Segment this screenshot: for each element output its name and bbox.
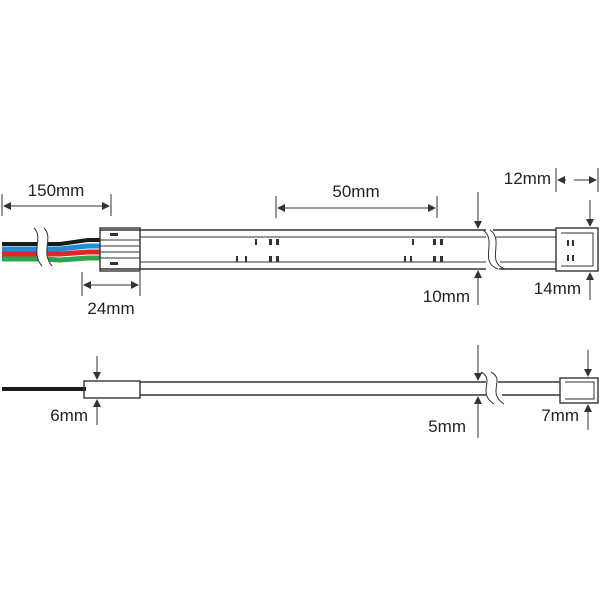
dimension-end-cap-height: 7mm — [541, 350, 592, 430]
wire-blue — [2, 243, 100, 252]
side-view: 6mm 5mm 7mm — [2, 345, 599, 438]
dimension-strip-width: 10mm — [423, 192, 482, 306]
side-strip-break — [480, 371, 495, 405]
end-cap-top — [555, 227, 599, 272]
label-7mm: 7mm — [541, 406, 579, 425]
wire-black — [2, 238, 100, 246]
label-150mm: 150mm — [28, 181, 85, 200]
lead-wires — [2, 227, 100, 267]
led-markings — [236, 239, 443, 262]
label-10mm: 10mm — [423, 287, 470, 306]
dimension-connector-height: 6mm — [50, 356, 101, 425]
connector-top — [99, 227, 141, 272]
dimension-led-pitch: 50mm — [275, 182, 438, 218]
wire-red — [2, 249, 100, 257]
dimension-end-cap-length: 12mm — [504, 168, 599, 192]
connector-side — [83, 380, 141, 399]
dimension-connector-length: 24mm — [81, 272, 141, 318]
wire-green — [2, 255, 100, 263]
label-6mm: 6mm — [50, 406, 88, 425]
dimension-strip-height: 5mm — [428, 345, 482, 438]
top-view: 150mm 50mm 12mm 24mm — [1, 168, 599, 318]
end-cap-side — [559, 377, 599, 404]
label-50mm: 50mm — [332, 182, 379, 201]
strip-break — [482, 229, 499, 270]
dimension-end-cap-width: 14mm — [534, 200, 594, 300]
strip-body-top — [100, 229, 556, 270]
label-12mm: 12mm — [504, 169, 551, 188]
label-24mm: 24mm — [87, 299, 134, 318]
label-5mm: 5mm — [428, 417, 466, 436]
dimension-lead-length: 150mm — [1, 181, 112, 216]
label-14mm: 14mm — [534, 279, 581, 298]
